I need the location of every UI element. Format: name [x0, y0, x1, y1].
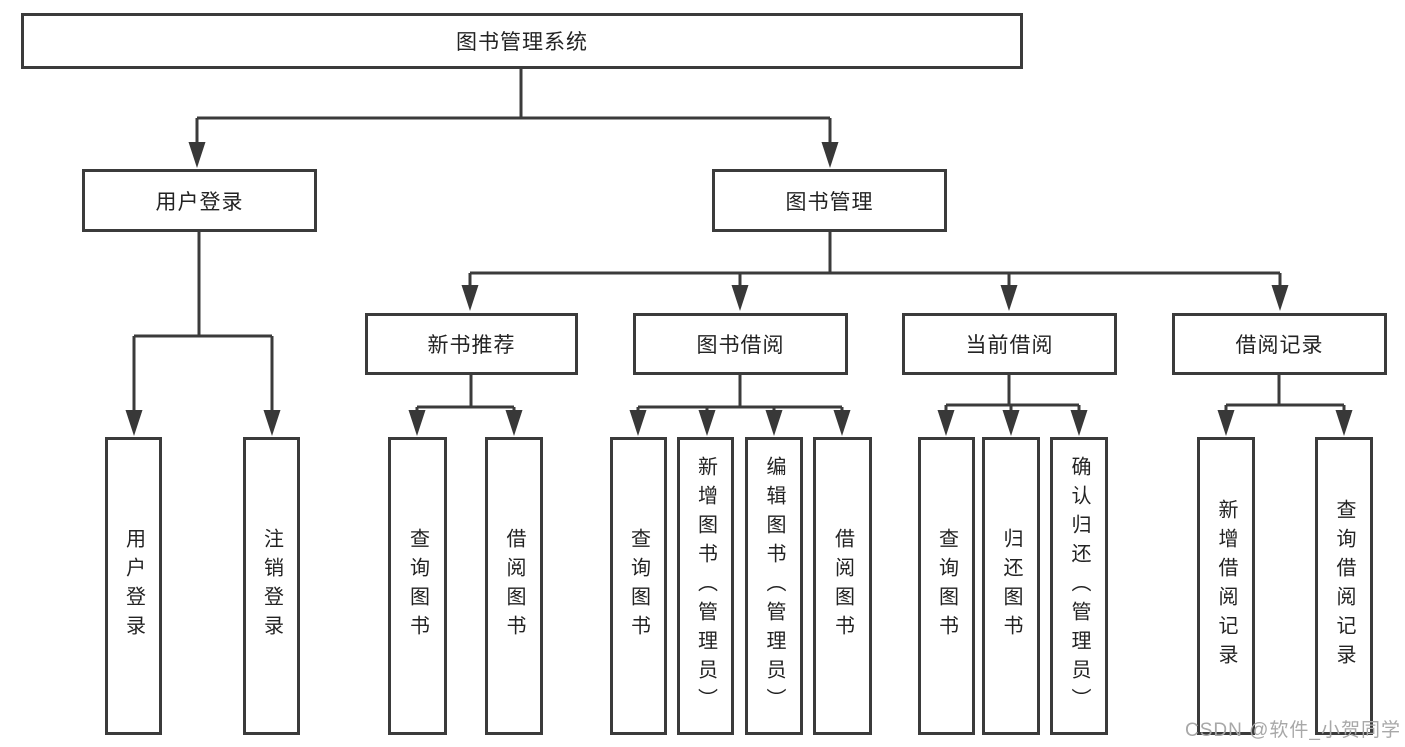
watermark-text: CSDN @软件_小贺同学 [1185, 720, 1401, 741]
node-borrow-books-borrowing: 借阅图书 [813, 437, 872, 735]
node-new-book-recommend: 新书推荐 [365, 313, 578, 375]
node-user-login: 用户登录 [82, 169, 317, 232]
node-book-borrowing: 图书借阅 [633, 313, 848, 375]
node-query-borrow-record: 查询借阅记录 [1315, 437, 1373, 735]
node-borrowing-records: 借阅记录 [1172, 313, 1387, 375]
node-borrow-books-recommend: 借阅图书 [485, 437, 543, 735]
node-add-borrow-record: 新增借阅记录 [1197, 437, 1255, 735]
node-return-book: 归还图书 [982, 437, 1040, 735]
node-query-books-current: 查询图书 [918, 437, 975, 735]
node-query-books-recommend: 查询图书 [388, 437, 447, 735]
node-library-management-system: 图书管理系统 [21, 13, 1023, 69]
node-current-borrowing: 当前借阅 [902, 313, 1117, 375]
node-user-login-leaf: 用户登录 [105, 437, 162, 735]
node-edit-book-admin: 编辑图书（管理员） [745, 437, 803, 735]
node-query-books-borrowing: 查询图书 [610, 437, 667, 735]
node-confirm-return-admin: 确认归还（管理员） [1050, 437, 1108, 735]
node-book-management: 图书管理 [712, 169, 947, 232]
node-add-book-admin: 新增图书（管理员） [677, 437, 734, 735]
node-logout-leaf: 注销登录 [243, 437, 300, 735]
